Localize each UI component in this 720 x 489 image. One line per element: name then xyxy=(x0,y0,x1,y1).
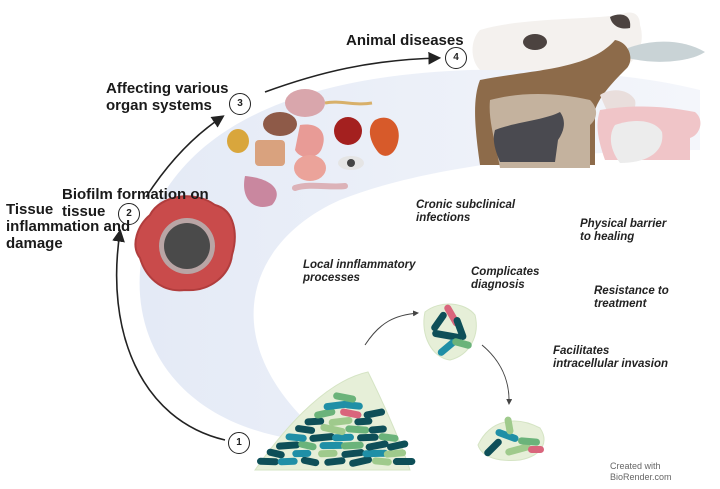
bacterium xyxy=(343,401,363,410)
bacterium xyxy=(332,433,354,442)
bacterium xyxy=(345,425,370,434)
bladder xyxy=(227,129,249,153)
fish xyxy=(628,41,705,62)
bacterium xyxy=(392,457,416,466)
tissue-lesion-illustration xyxy=(134,195,236,292)
bacterium xyxy=(453,317,467,340)
stomach xyxy=(295,124,324,158)
biofilm-detached-cluster xyxy=(423,303,477,361)
bacterium xyxy=(362,449,389,458)
step-2-badge: 2 xyxy=(118,203,140,225)
organ-systems-illustration xyxy=(227,89,399,207)
bacterium xyxy=(349,456,373,467)
bone xyxy=(292,182,348,191)
bacterium xyxy=(314,408,336,419)
cat xyxy=(493,112,564,162)
lymph-node xyxy=(334,117,362,145)
bacterium xyxy=(300,456,320,467)
bacterium xyxy=(340,441,364,450)
bacterium xyxy=(518,437,540,446)
bacterium xyxy=(354,417,373,426)
bacterium xyxy=(528,446,544,453)
bacterium xyxy=(324,457,346,466)
bacterium xyxy=(368,425,387,434)
uterus xyxy=(244,176,277,207)
bacterium xyxy=(323,400,349,411)
bacterium xyxy=(387,440,409,451)
bacterium xyxy=(495,429,519,442)
animals-illustration xyxy=(472,12,705,168)
step-4-badge: 4 xyxy=(445,47,467,69)
spinal-cord xyxy=(324,100,373,106)
arrow-3-to-4 xyxy=(264,51,442,93)
bacterium xyxy=(378,433,399,442)
bacterium xyxy=(266,448,285,459)
bacterium xyxy=(277,457,298,466)
heart xyxy=(369,117,399,156)
bacterium xyxy=(484,438,502,457)
bacterium xyxy=(365,440,389,451)
bacterium xyxy=(452,338,472,349)
bacterium xyxy=(363,408,386,419)
bacterium xyxy=(333,392,357,403)
kidney xyxy=(263,112,297,136)
bacterium xyxy=(431,311,447,332)
arrow-biofilm-detach xyxy=(364,310,419,346)
bacterium xyxy=(318,449,338,458)
bacterium xyxy=(304,417,325,426)
step-4-label: Animal diseases xyxy=(346,32,464,49)
bacterium xyxy=(298,440,317,451)
arrow-1-to-2 xyxy=(112,228,226,441)
biofilm-main-cluster xyxy=(254,371,416,471)
intestine xyxy=(294,155,326,181)
arrow-biofilm-spread xyxy=(481,344,513,405)
bacterium xyxy=(319,441,345,450)
bacterium xyxy=(371,457,392,466)
bacterium xyxy=(320,423,346,436)
bacterium xyxy=(340,408,362,419)
bacterium xyxy=(309,433,335,442)
bacterium xyxy=(276,441,301,450)
bacterium xyxy=(257,457,279,466)
bacterium xyxy=(328,416,353,427)
bacterium xyxy=(432,330,462,341)
bacterium xyxy=(292,449,312,458)
bacterium xyxy=(357,433,379,442)
bacterium xyxy=(285,433,307,442)
step-3-badge: 3 xyxy=(229,93,251,115)
bacterium xyxy=(295,425,316,434)
bacterium xyxy=(505,443,531,456)
rat xyxy=(610,120,663,163)
biofilm-spread-cluster xyxy=(477,416,545,461)
bacterium xyxy=(383,449,407,458)
arrow-2-to-3 xyxy=(145,115,225,198)
brain xyxy=(285,89,325,117)
step-1-badge: 1 xyxy=(228,432,250,454)
lungs xyxy=(255,140,285,166)
bacterium xyxy=(341,449,365,458)
bacterium xyxy=(437,339,457,356)
bacterium xyxy=(504,416,514,435)
